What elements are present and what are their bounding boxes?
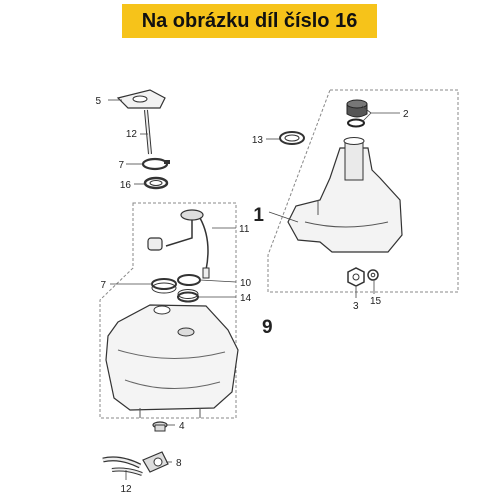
hose-part-upper	[144, 109, 152, 155]
callout-3: 3	[353, 301, 359, 312]
nut-part	[347, 267, 365, 287]
tank-housing-part	[287, 137, 403, 253]
callout-5: 5	[95, 96, 101, 107]
filler-cap-part	[346, 99, 368, 128]
title-banner: Na obrázku díl číslo 16	[122, 4, 377, 38]
tank-assembly-outline	[267, 89, 459, 293]
callout-11: 11	[239, 224, 250, 235]
fuel-tap-part	[142, 451, 169, 473]
callout-6: 7	[118, 160, 124, 171]
washer-part	[367, 269, 379, 281]
valve-cap-part	[152, 421, 168, 432]
callout-1: 1	[253, 205, 264, 226]
callout-13: 13	[252, 135, 264, 146]
fuel-tank-part	[105, 304, 239, 418]
cap-cover-part	[116, 89, 166, 109]
hose-part-lower	[102, 456, 143, 476]
callout-2: 2	[403, 109, 409, 120]
clamp-part	[141, 157, 170, 171]
callout-16: 16	[120, 180, 132, 191]
callout-12-lower: 12	[120, 484, 132, 495]
seal-part	[143, 176, 169, 190]
leader-lines	[108, 99, 400, 480]
banner-title: Na obrázku díl číslo 16	[141, 9, 358, 32]
fuel-pump-part	[147, 209, 210, 279]
callout-4: 4	[179, 421, 185, 432]
callout-8: 8	[176, 458, 182, 469]
ring-part	[279, 131, 305, 145]
callout-7: 7	[100, 280, 106, 291]
fuel-tank-outline	[99, 202, 237, 419]
callout-9: 9	[262, 317, 273, 338]
gasket-part	[177, 274, 201, 286]
collar-part	[177, 289, 199, 303]
callout-15: 15	[370, 296, 382, 307]
ring-nut-part	[151, 278, 177, 294]
callout-14: 14	[240, 293, 252, 304]
callout-12-upper: 12	[126, 129, 138, 140]
callout-10: 10	[240, 278, 252, 289]
